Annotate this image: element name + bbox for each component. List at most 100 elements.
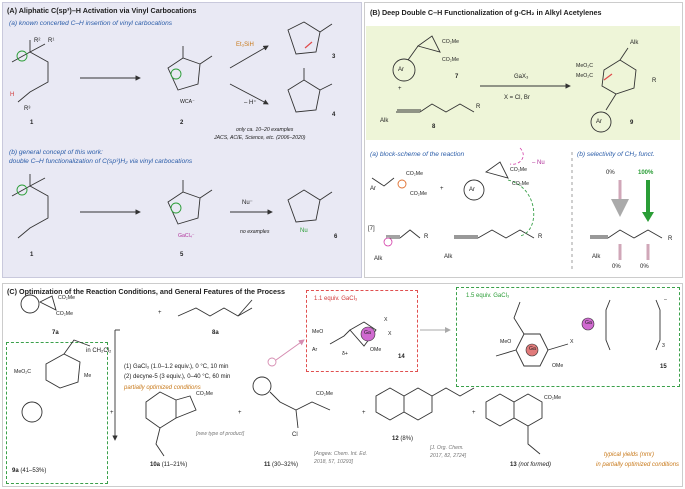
compound-2-label: 2 bbox=[180, 120, 184, 126]
block2-alk: Alk bbox=[444, 254, 453, 260]
compound-3-label: 3 bbox=[332, 54, 336, 60]
typical-yields-1: typical yields (nmr) bbox=[604, 452, 655, 458]
c13-co2me: CO₂Me bbox=[544, 395, 562, 401]
c14-x2: X bbox=[388, 331, 392, 337]
block-co2me-1: CO₂Me bbox=[406, 171, 424, 177]
ref-1b: 2018, 57, 10293] bbox=[314, 459, 353, 465]
panel-a bbox=[2, 2, 362, 278]
block2-co2me-2: CO₂Me bbox=[512, 181, 530, 187]
step-2: (2) decyne-5 (3 equiv.), 0–40 °C, 60 min bbox=[124, 374, 231, 380]
sel-r: R bbox=[668, 236, 673, 242]
equiv-15: 1.5 equiv. GaCl₃ bbox=[466, 293, 510, 299]
sel-pct-100: 100% bbox=[638, 170, 654, 176]
block2-co2me-1: CO₂Me bbox=[510, 167, 528, 173]
b9-ar: Ar bbox=[596, 119, 602, 125]
block-ar: Ar bbox=[370, 186, 376, 192]
a-r3-label: R³ bbox=[24, 106, 31, 112]
compound-1-label: 1 bbox=[30, 120, 34, 126]
product-9a-box bbox=[6, 342, 108, 484]
panel-a-subtitle-a: (a) known concerted C–H insertion of vin… bbox=[9, 20, 173, 27]
panel-a-subtitle-b: (b) general concept of this work: bbox=[9, 149, 103, 156]
typical-yields-2: in partially optimized conditions bbox=[596, 462, 680, 468]
equals-1: + bbox=[440, 186, 444, 192]
panel-a-title: (A) Aliphatic C(sp³)–H Activation via Vi… bbox=[7, 6, 197, 15]
block-co2me-2: CO₂Me bbox=[410, 191, 428, 197]
panel-b-subtitle-b: (b) selectivity of CH₂ funct. bbox=[577, 151, 655, 158]
product-12-label: 12 (8%) bbox=[392, 436, 414, 442]
sel-pct-0-bottom-1: 0% bbox=[612, 264, 621, 270]
step-1: (1) GaCl₃ (1.0–1.2 equiv.), 0 °C, 10 min bbox=[124, 364, 229, 370]
block-seven: [7] bbox=[368, 226, 375, 232]
c15-ga-2: Ga bbox=[529, 346, 536, 352]
compound-9-label: 9 bbox=[630, 120, 634, 126]
product-9a-label: 9a (41–53%) bbox=[12, 468, 47, 474]
ref-2a: [J. Org. Chem. bbox=[430, 445, 464, 451]
b9-r: R bbox=[652, 78, 657, 84]
panel-c-title: (C) Optimization of the Reaction Conditi… bbox=[7, 287, 285, 296]
c14-ome: OMe bbox=[370, 347, 382, 353]
block2-ar: Ar bbox=[469, 187, 475, 193]
c11-cl: Cl bbox=[292, 432, 298, 438]
c14-ga: Ga bbox=[364, 330, 371, 336]
no-examples: no examples bbox=[240, 229, 270, 235]
c7a-co2me-2: CO₂Me bbox=[56, 311, 74, 317]
c-plus-5: + bbox=[472, 410, 476, 416]
equiv-11: 1.1 equiv. GaCl₃ bbox=[314, 296, 358, 302]
product-11-label: 11 (30–32%) bbox=[264, 462, 299, 468]
counter-gacl4: GaCl₄⁻ bbox=[178, 233, 195, 239]
c-plus-2: + bbox=[110, 410, 114, 416]
counter-wca: WCA⁻ bbox=[180, 99, 195, 105]
b9-alk: Alk bbox=[630, 40, 639, 46]
note-examples: only ca. 10–20 examples bbox=[236, 127, 294, 133]
c14-ar: Ar bbox=[312, 347, 318, 353]
block-r: R bbox=[424, 234, 429, 240]
ref-1a: [Angew. Chem. Int. Ed. bbox=[314, 451, 368, 457]
reagent-gax3: GaX₃ bbox=[514, 74, 529, 80]
condition-x: X = Cl, Br bbox=[504, 95, 530, 101]
partial-conditions: partially optimized conditions bbox=[124, 385, 201, 391]
c-plus-4: + bbox=[362, 410, 366, 416]
c7a-co2me-1: CO₂Me bbox=[58, 295, 76, 301]
panel-b-scheme-bg bbox=[366, 26, 680, 140]
reagent-minus-h: – H⁺ bbox=[244, 100, 257, 106]
b9-meo2c: MeO₂C bbox=[576, 63, 594, 69]
c14-dplus: δ+ bbox=[342, 351, 348, 357]
compound-7-label: 7 bbox=[455, 74, 459, 80]
product-10a-label: 10a (11–21%) bbox=[150, 462, 188, 468]
sel-pct-0-top: 0% bbox=[606, 170, 615, 176]
complex-14-box bbox=[306, 290, 418, 372]
c15-ome: OMe bbox=[552, 363, 564, 369]
c14-x1: X bbox=[384, 317, 388, 323]
c15-three: 3 bbox=[662, 343, 665, 349]
compound-15-label: 15 bbox=[660, 364, 667, 370]
b7-ar: Ar bbox=[398, 67, 404, 73]
product-13-label: 13 (not formed) bbox=[510, 462, 552, 468]
solvent: in CH₂Cl₂ bbox=[86, 348, 112, 354]
block2-r: R bbox=[538, 234, 543, 240]
b-plus: + bbox=[398, 86, 402, 92]
c11-co2me: CO₂Me bbox=[316, 391, 334, 397]
sel-alk: Alk bbox=[592, 254, 601, 260]
compound-5-label: 5 bbox=[180, 252, 184, 258]
compound-14-label: 14 bbox=[398, 354, 405, 360]
sel-pct-0-bottom-2: 0% bbox=[640, 264, 649, 270]
a-h-label: H bbox=[10, 92, 15, 98]
c10a-co2me: CO₂Me bbox=[196, 391, 214, 397]
c9a-me: Me bbox=[84, 373, 92, 379]
c15-ga-1: Ga bbox=[585, 320, 592, 326]
a-r1-label: R¹ bbox=[48, 38, 55, 44]
nu-label: Nu bbox=[300, 228, 308, 234]
minus-nu: – Nu bbox=[532, 160, 545, 166]
c15-x: X bbox=[570, 339, 574, 345]
compound-8a-label: 8a bbox=[212, 330, 219, 336]
a-r2-label: R² bbox=[34, 38, 41, 44]
c-plus: + bbox=[158, 310, 162, 316]
b8-alk: Alk bbox=[380, 118, 389, 124]
block-alk: Alk bbox=[374, 256, 383, 262]
compound-4-label: 4 bbox=[332, 112, 336, 118]
b7-co2me-1: CO₂Me bbox=[442, 39, 460, 45]
compound-7a-label: 7a bbox=[52, 330, 59, 336]
c-plus-3: + bbox=[238, 410, 242, 416]
compound-1b-label: 1 bbox=[30, 252, 34, 258]
